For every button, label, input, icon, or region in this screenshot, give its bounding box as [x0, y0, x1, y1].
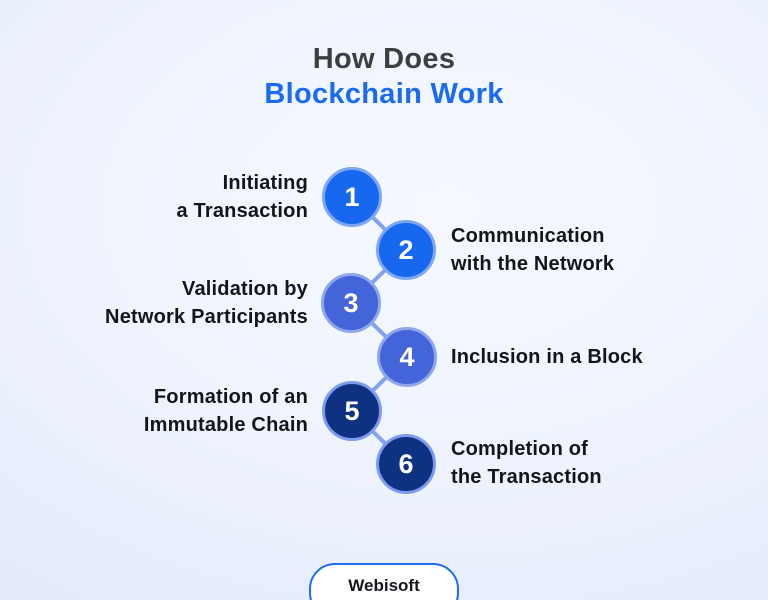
step-circle-1: 1: [322, 167, 382, 227]
step-label-3: Validation by Network Participants: [105, 278, 308, 328]
step-label-5: Formation of an Immutable Chain: [143, 386, 308, 436]
step-number-1: 1: [344, 181, 360, 212]
step-circle-5: 5: [322, 381, 382, 441]
brand-badge: Webisoft: [309, 563, 459, 600]
step-number-3: 3: [343, 287, 359, 318]
step-number-4: 4: [399, 341, 415, 372]
step-circle-2: 2: [376, 220, 436, 280]
step-label-6: Completion of the Transaction: [451, 438, 602, 488]
page-title-line1: How Does: [312, 43, 456, 75]
step-number-5: 5: [344, 395, 360, 426]
step-circle-4: 4: [377, 327, 437, 387]
step-label-1: Initiating a Transaction: [176, 172, 308, 222]
page-title: How Does Blockchain Work: [0, 42, 768, 112]
step-number-2: 2: [398, 234, 414, 265]
step-circle-6: 6: [376, 434, 436, 494]
brand-badge-label: Webisoft: [348, 576, 420, 595]
step-label-2: Communication with the Network: [451, 225, 615, 275]
page-title-line2: Blockchain Work: [264, 78, 504, 110]
step-circle-3: 3: [321, 273, 381, 333]
step-number-6: 6: [398, 448, 414, 479]
step-label-4: Inclusion in a Block: [451, 346, 643, 368]
